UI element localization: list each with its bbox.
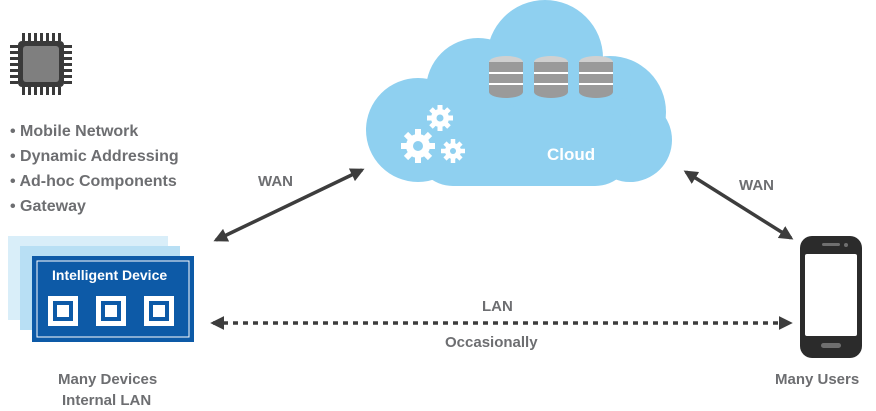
feature-item: • Dynamic Addressing <box>10 148 179 165</box>
feature-item: • Gateway <box>10 198 86 215</box>
device-title: Intelligent Device <box>52 267 167 283</box>
wan-left-label: WAN <box>258 173 293 190</box>
device-caption-line1: Many Devices <box>58 371 157 388</box>
processor-icon <box>48 296 78 326</box>
device-caption-line2: Internal LAN <box>62 392 151 409</box>
chip-icon <box>10 33 72 95</box>
lan-label: LAN <box>482 298 513 315</box>
users-caption: Many Users <box>775 371 859 388</box>
processor-icon <box>96 296 126 326</box>
feature-item: • Mobile Network <box>10 123 138 140</box>
processor-icon <box>144 296 174 326</box>
device-stack: Intelligent Device <box>8 236 194 342</box>
wan-left-arrow <box>213 168 365 242</box>
database-icon <box>579 56 613 98</box>
database-icon <box>534 56 568 98</box>
feature-item: • Ad-hoc Components <box>10 173 177 190</box>
cloud-label: Cloud <box>547 145 595 164</box>
feature-list: • Mobile Network • Dynamic Addressing • … <box>10 123 179 215</box>
gears-icon <box>401 105 465 163</box>
database-icon <box>489 56 523 98</box>
smartphone-icon <box>800 236 862 358</box>
wan-right-label: WAN <box>739 177 774 194</box>
lan-note: Occasionally <box>445 334 538 351</box>
wan-right-arrow <box>683 170 794 240</box>
